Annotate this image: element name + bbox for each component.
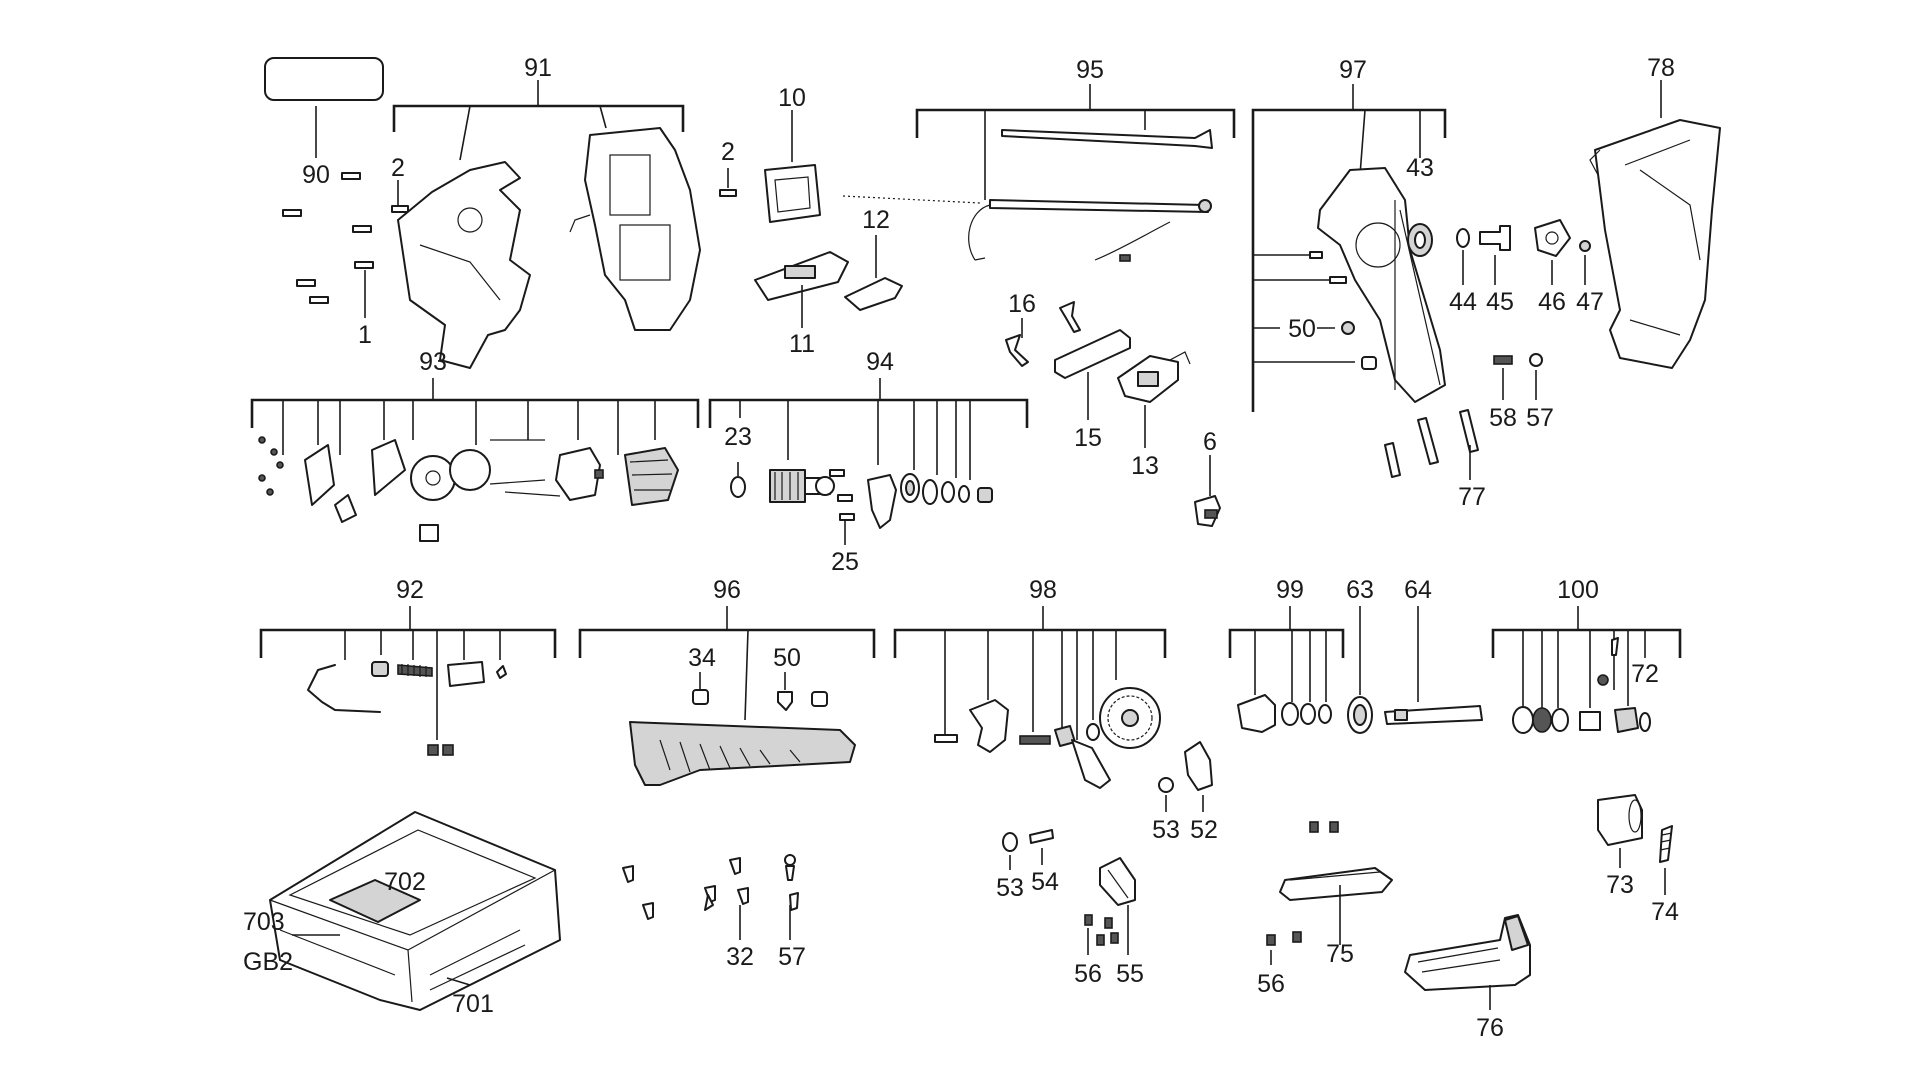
callout-77: 77: [1458, 483, 1486, 511]
callout-6: 6: [1203, 428, 1217, 456]
spring-parts-92: [307, 630, 507, 756]
callout-2-left: 2: [391, 154, 405, 182]
callout-64: 64: [1404, 576, 1432, 604]
screws-group-32-57: [622, 854, 799, 940]
bracket-96: [578, 628, 876, 658]
callout-45: 45: [1486, 288, 1514, 316]
callout-56-left: 56: [1074, 960, 1102, 988]
callout-93: 93: [419, 348, 447, 376]
callout-701: 701: [452, 990, 494, 1018]
callout-94: 94: [866, 348, 894, 376]
callout-96: 96: [713, 576, 741, 604]
callout-13: 13: [1131, 452, 1159, 480]
parts-73-74: [1597, 794, 1673, 895]
bracket-93: [250, 398, 700, 428]
callout-gb2: GB2: [243, 948, 293, 976]
pad-part-10: [764, 110, 821, 223]
callout-1: 1: [358, 321, 372, 349]
callout-46: 46: [1538, 288, 1566, 316]
callout-12: 12: [862, 206, 890, 234]
callout-75: 75: [1326, 940, 1354, 968]
callout-63: 63: [1346, 576, 1374, 604]
callout-74: 74: [1651, 898, 1679, 926]
seal-part-63: [1347, 606, 1373, 734]
callout-99: 99: [1276, 576, 1304, 604]
callout-98: 98: [1029, 576, 1057, 604]
callout-53-right: 53: [1152, 816, 1180, 844]
carry-case-icon: [269, 811, 561, 1011]
screws-group-1: [282, 172, 409, 318]
clamp-assembly-100: [1512, 630, 1651, 734]
callout-95: 95: [1076, 56, 1104, 84]
bracket-99: [1228, 628, 1345, 658]
switch-parts-11-12: [754, 235, 903, 328]
label-plate-icon: [264, 57, 384, 158]
bearing-assembly-99: [1237, 630, 1332, 733]
plunger-part-64: [1384, 606, 1483, 725]
callout-11: 11: [789, 330, 815, 358]
callout-57-bottom: 57: [778, 943, 806, 971]
callout-15: 15: [1074, 424, 1102, 452]
parts-53-54: [1002, 829, 1054, 870]
trigger-rod-assembly: [842, 129, 1213, 262]
callout-23: 23: [724, 423, 752, 451]
bracket-100: [1491, 628, 1682, 658]
bracket-98: [893, 628, 1167, 658]
bracket-92: [259, 628, 557, 658]
parts-55-56: [1084, 857, 1136, 955]
screw-part-2: [719, 168, 737, 197]
shoe-plate-icon: [1404, 914, 1531, 1010]
callout-47: 47: [1576, 288, 1604, 316]
bearing-parts-44-47: [1456, 219, 1591, 285]
callout-72: 72: [1631, 660, 1659, 688]
callout-78: 78: [1647, 54, 1675, 82]
bracket-94: [708, 398, 1029, 428]
callout-2-right: 2: [721, 138, 735, 166]
callout-703: 703: [243, 908, 285, 936]
bracket-97: [1251, 108, 1447, 412]
callout-702: 702: [384, 868, 426, 896]
motor-assembly-94: [730, 400, 993, 545]
callout-73: 73: [1606, 871, 1634, 899]
parts-57-58-77: [1384, 353, 1543, 480]
parts-75-56: [1266, 821, 1393, 965]
callout-50-top: 50: [1288, 315, 1316, 343]
callout-91: 91: [524, 54, 552, 82]
callout-56-right: 56: [1257, 970, 1285, 998]
callout-90: 90: [302, 161, 330, 189]
motor-housing-icon: [1589, 80, 1721, 369]
callout-57-top: 57: [1526, 404, 1554, 432]
callout-43: 43: [1406, 154, 1434, 182]
callout-10: 10: [778, 84, 806, 112]
callout-52: 52: [1190, 816, 1218, 844]
callout-34: 34: [688, 644, 716, 672]
callout-53-left: 53: [996, 874, 1024, 902]
callout-97: 97: [1339, 56, 1367, 84]
electronics-assembly-93: [258, 400, 679, 542]
callout-25: 25: [831, 548, 859, 576]
callout-76: 76: [1476, 1014, 1504, 1042]
housing-halves-icon: [397, 127, 701, 369]
callout-50-mid: 50: [773, 644, 801, 672]
callout-44: 44: [1449, 288, 1477, 316]
callout-55: 55: [1116, 960, 1144, 988]
gear-housing-icon: [1309, 167, 1446, 403]
bracket-91: [392, 104, 685, 132]
guide-rail-96: [629, 689, 856, 786]
bracket-95: [915, 108, 1236, 138]
callout-32: 32: [726, 943, 754, 971]
callout-58: 58: [1489, 404, 1517, 432]
callout-92: 92: [396, 576, 424, 604]
gear-assembly-98: [934, 630, 1161, 789]
callout-16: 16: [1008, 290, 1036, 318]
parts-13-15-16-6: [1005, 301, 1221, 527]
callout-54: 54: [1031, 868, 1059, 896]
parts-52-53: [1158, 741, 1213, 812]
callout-100: 100: [1557, 576, 1599, 604]
